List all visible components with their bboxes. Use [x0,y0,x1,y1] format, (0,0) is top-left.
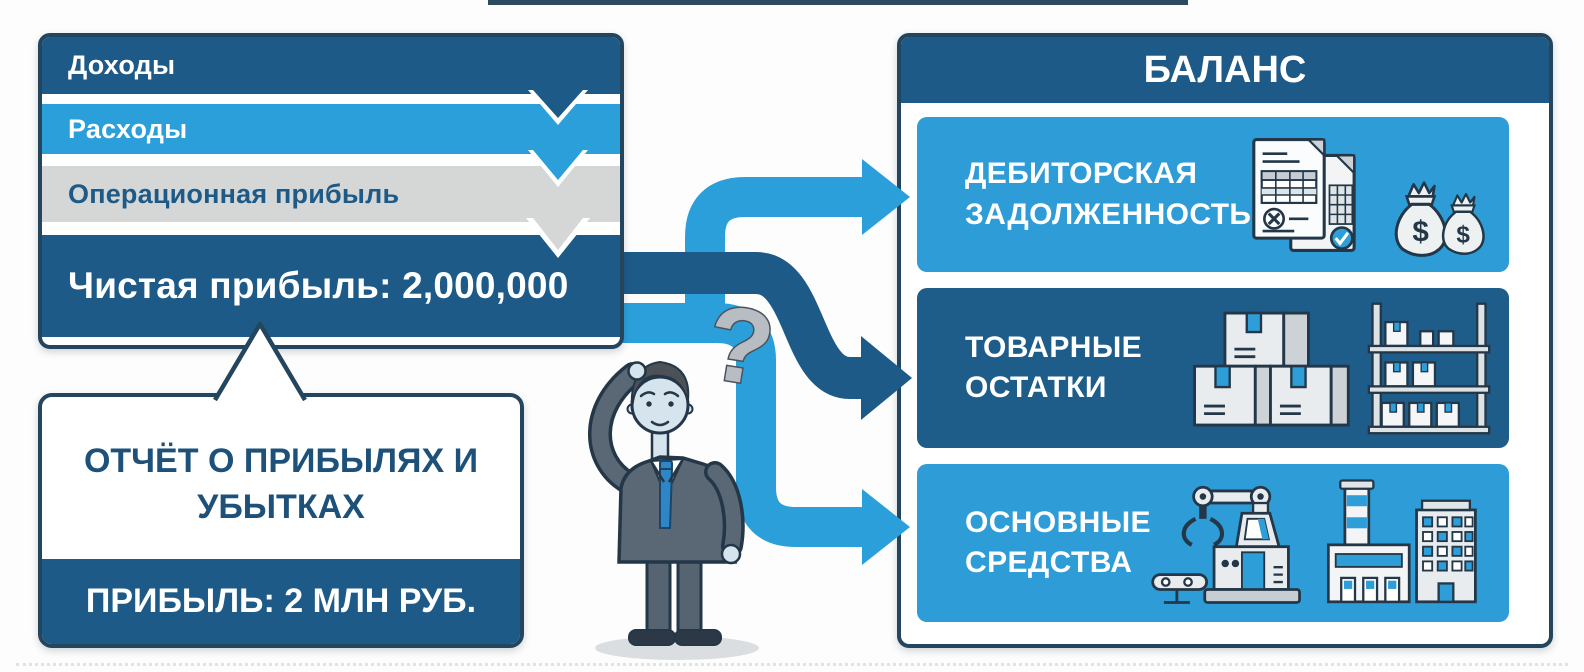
money-bags-icon: $ $ [1394,180,1485,257]
card-fixed-assets-line2: СРЕДСТВА [965,546,1133,579]
pnl-report-title-line2: УБЫТКАХ [197,487,365,526]
card-inventory-line2: ОСТАТКИ [965,371,1107,404]
top-border-line [488,0,1188,5]
card-inventory-title: ТОВАРНЫЕ ОСТАТКИ [965,328,1142,408]
card-inventory: ТОВАРНЫЕ ОСТАТКИ [917,288,1509,448]
income-row-operating-profit: Операционная прибыль [42,166,620,222]
card-fixed-assets-title: ОСНОВНЫЕ СРЕДСТВА [965,503,1151,583]
expenses-label: Расходы [68,113,188,144]
income-row-revenue: Доходы [42,37,620,94]
operating-profit-label: Операционная прибыль [68,178,400,209]
pnl-report-title: ОТЧЁТ О ПРИБЫЛЯХ И УБЫТКАХ [42,439,520,531]
card-fixed-assets-icons [1149,477,1491,609]
factory-building-icon [1326,479,1477,604]
balance-title: БАЛАНС [1143,48,1307,91]
confused-businessman-figure [588,360,759,660]
card-receivables-title: ДЕБИТОРСКАЯ ЗАДОЛЖЕННОСТЬ [965,154,1251,234]
card-inventory-line1: ТОВАРНЫЕ [965,330,1143,364]
arrow-to-fixed-assets [604,303,910,565]
net-profit-label: Чистая прибыль: 2,000,000 [68,265,569,306]
warehouse-shelf-icon [1367,302,1491,435]
income-statement-box: Доходы Расходы Операционная прибыль Чист… [38,33,624,349]
balance-header: БАЛАНС [901,37,1549,103]
revenue-label: Доходы [68,50,176,80]
arrow-to-inventory [604,252,912,420]
stacked-boxes-icon [1193,311,1350,427]
card-fixed-assets-line1: ОСНОВНЫЕ [965,505,1151,539]
pnl-report-title-line1: ОТЧЁТ О ПРИБЫЛЯХ И [83,442,479,480]
card-receivables-line1: ДЕБИТОРСКАЯ [965,157,1198,191]
balance-cards: ДЕБИТОРСКАЯ ЗАДОЛЖЕННОСТЬ [901,103,1549,622]
row-divider [42,154,620,166]
question-mark-icon: ? [698,288,783,411]
balance-panel: БАЛАНС ДЕБИТОРСКАЯ ЗАДОЛЖЕННОСТЬ [897,33,1553,648]
profit-banner: ПРИБЫЛЬ: 2 МЛН РУБ. [42,559,520,644]
svg-text:$: $ [1456,221,1470,248]
pnl-report-callout: ОТЧЁТ О ПРИБЫЛЯХ И УБЫТКАХ ПРИБЫЛЬ: 2 МЛ… [38,393,524,648]
arrow-to-receivables [685,159,910,341]
income-row-net-profit: Чистая прибыль: 2,000,000 [42,235,620,337]
card-fixed-assets: ОСНОВНЫЕ СРЕДСТВА [917,464,1509,622]
card-receivables: ДЕБИТОРСКАЯ ЗАДОЛЖЕННОСТЬ [917,117,1509,272]
callout-pointer [213,321,307,402]
income-row-expenses: Расходы [42,104,620,154]
card-receivables-line2: ЗАДОЛЖЕННОСТЬ [965,197,1252,231]
machinery-icon [1151,485,1301,604]
card-inventory-icons [1187,299,1491,437]
card-receivables-icons: $ $ [1245,132,1491,258]
invoice-documents-icon [1252,137,1356,252]
row-divider [42,222,620,235]
svg-text:?: ? [699,288,781,409]
svg-text:$: $ [1412,215,1429,248]
bottom-border-line [16,663,1568,666]
profit-banner-label: ПРИБЫЛЬ: 2 МЛН РУБ. [85,582,477,620]
row-divider [42,94,620,104]
